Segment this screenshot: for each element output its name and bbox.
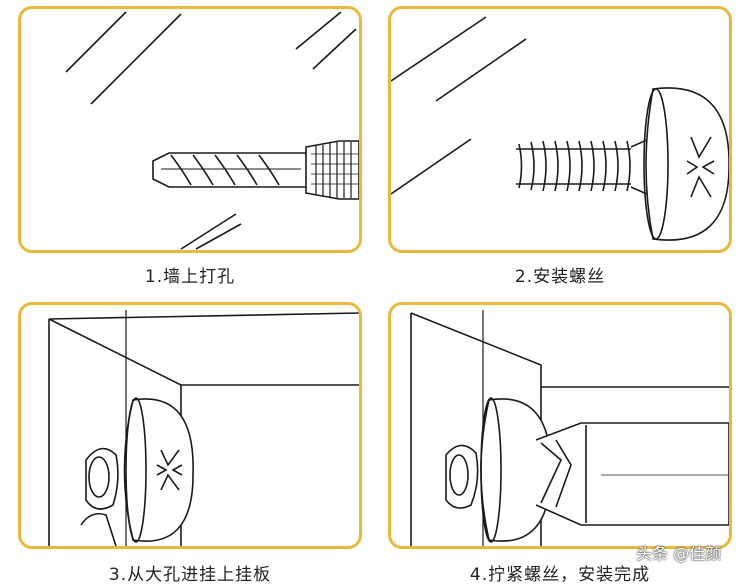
step-4-panel <box>388 302 732 549</box>
hanging-board-illustration <box>48 310 359 546</box>
drill-bit-illustration <box>65 11 359 250</box>
step-4-caption: 4.拧紧螺丝，安装完成 <box>469 565 651 585</box>
step-1-caption: 1.墙上打孔 <box>144 267 236 287</box>
watermark: 头条 @佳颜 <box>636 544 722 563</box>
step-2-caption: 2.安装螺丝 <box>514 267 606 287</box>
step-2-panel <box>388 6 732 253</box>
screwdriver-illustration <box>410 310 729 546</box>
step-1-panel <box>18 6 362 253</box>
step-3-panel <box>18 302 362 549</box>
screw-illustration <box>391 16 729 241</box>
step-3-caption: 3.从大孔进挂上挂板 <box>108 565 272 585</box>
